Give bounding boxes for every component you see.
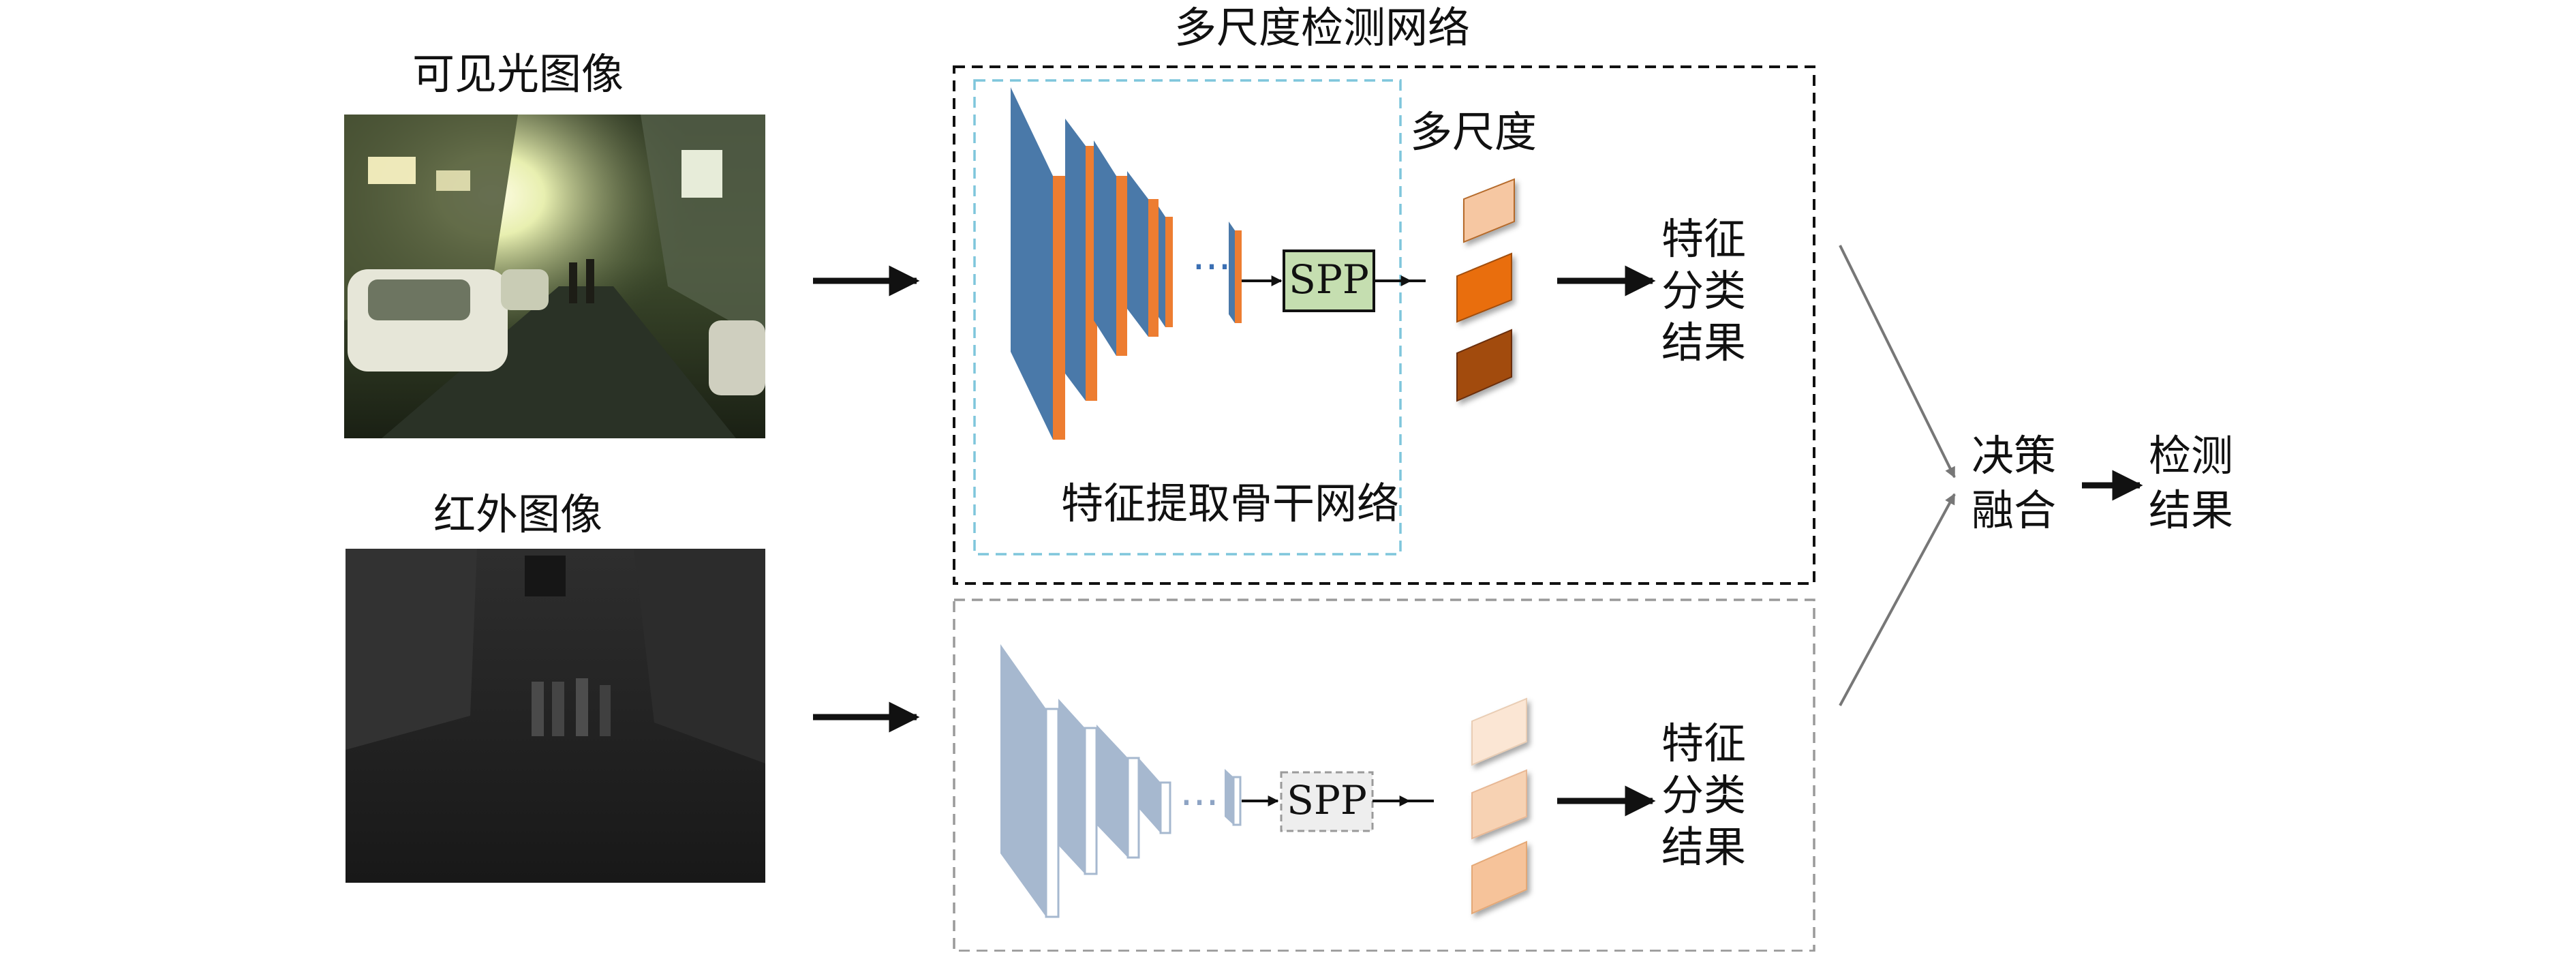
result-top: 特征 分类 结果 [1661, 214, 1746, 367]
visible-image-label: 可见光图像 [412, 49, 624, 99]
svg-text:分类: 分类 [1661, 770, 1746, 820]
svg-text:···: ··· [1192, 243, 1231, 291]
detection-result-label: 检测 结果 [2149, 431, 2233, 535]
svg-text:结果: 结果 [1661, 318, 1746, 367]
arrow-top-to-fusion [1839, 245, 1956, 479]
infrared-image [346, 549, 765, 883]
svg-text:融合: 融合 [1972, 485, 2056, 535]
svg-text:···: ··· [1180, 779, 1218, 827]
result-bottom: 特征 分类 结果 [1661, 718, 1746, 872]
conv-layers-top: ··· [1011, 87, 1242, 440]
svg-text:决策: 决策 [1972, 431, 2056, 481]
backbone-box [973, 79, 1402, 556]
network-title: 多尺度检测网络 [1174, 3, 1470, 52]
spp-label-top: SPP [1289, 256, 1369, 303]
svg-text:分类: 分类 [1661, 266, 1746, 316]
svg-text:检测: 检测 [2149, 431, 2233, 481]
svg-text:结果: 结果 [1661, 822, 1746, 872]
fusion-label: 决策 融合 [1972, 431, 2056, 535]
feature-maps-bottom [1471, 697, 1527, 915]
backbone-label: 特征提取骨干网络 [1061, 479, 1399, 528]
feature-maps-top [1456, 178, 1515, 402]
svg-text:结果: 结果 [2149, 485, 2233, 535]
conv-layers-bottom: ··· [1000, 644, 1242, 918]
svg-text:特征: 特征 [1661, 214, 1746, 264]
multiscale-label: 多尺度 [1410, 107, 1537, 157]
infrared-image-label: 红外图像 [433, 489, 602, 539]
visible-image [344, 115, 765, 438]
network-box-bottom [953, 598, 1815, 952]
svg-text:特征: 特征 [1661, 718, 1746, 768]
network-box-top [953, 65, 1815, 585]
arrow-bottom-to-fusion [1839, 493, 1956, 706]
spp-label-bottom: SPP [1287, 777, 1367, 823]
spp-block-top [1283, 249, 1375, 312]
